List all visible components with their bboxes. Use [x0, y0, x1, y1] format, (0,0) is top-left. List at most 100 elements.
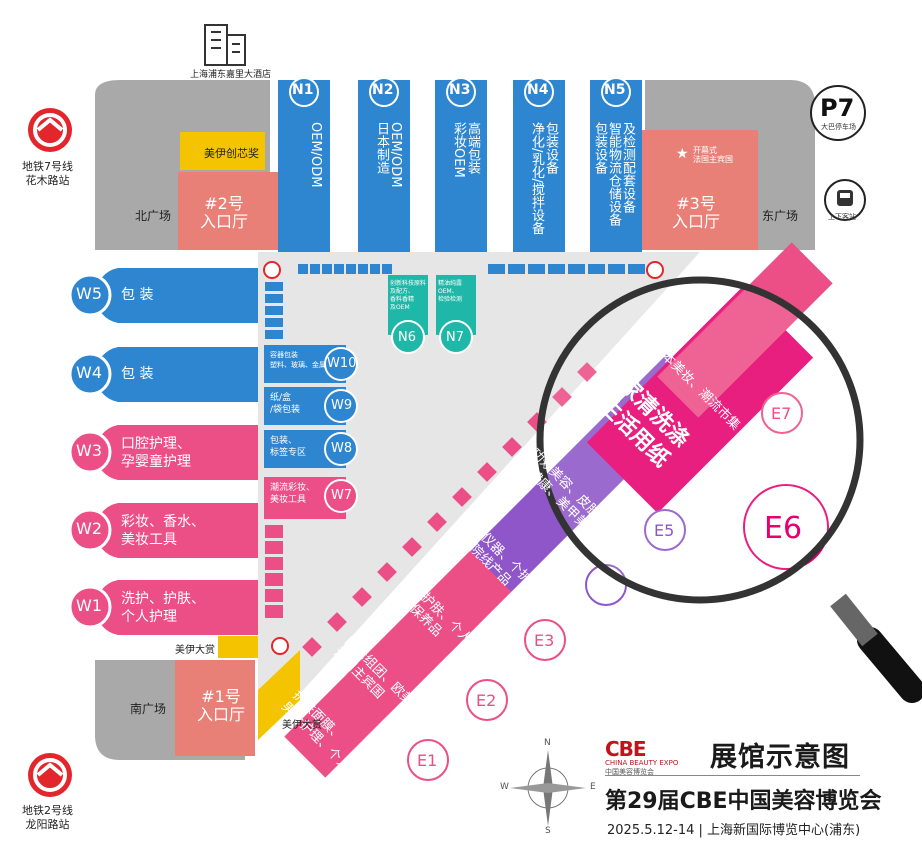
booth[interactable] — [265, 605, 283, 618]
meiyi-dashang-bottom-label: 美伊大赏 — [282, 720, 322, 731]
hall-w4-code: W4 — [76, 363, 102, 382]
booth[interactable] — [265, 589, 283, 602]
booth[interactable] — [327, 612, 347, 632]
booth[interactable] — [577, 362, 597, 382]
star-icon: ★ — [676, 146, 689, 162]
entrance-1-hall[interactable] — [175, 660, 255, 756]
booth[interactable] — [265, 541, 283, 554]
booth[interactable] — [502, 437, 522, 457]
hall-n6-badge — [391, 320, 425, 354]
hall-n1-badge — [289, 77, 319, 107]
hall-n2-badge — [369, 77, 399, 107]
open-ceremony-label: 开幕式 法国主宾国 — [693, 146, 733, 164]
hall-w3[interactable] — [95, 425, 258, 480]
hall-n5[interactable] — [590, 80, 642, 252]
p7-sub-label: 大巴停车场 — [821, 123, 856, 131]
hall-n3[interactable] — [435, 80, 487, 252]
hall-n3-text: 彩妆OEM — [451, 122, 466, 178]
hall-w3-text: 口腔护理、 孕婴童护理 — [121, 436, 191, 470]
booth[interactable] — [334, 264, 344, 274]
bus-icon — [263, 261, 281, 279]
booth[interactable] — [346, 264, 356, 274]
hall-w5-text: 包 装 — [121, 287, 154, 303]
booth[interactable] — [588, 264, 605, 274]
metro-2-label: 地铁2号线 龙阳路站 — [22, 804, 73, 831]
hall-n2[interactable] — [358, 80, 410, 252]
hall-w8-badge — [324, 432, 358, 466]
booth[interactable] — [265, 282, 283, 291]
booth[interactable] — [477, 462, 497, 482]
booth[interactable] — [265, 330, 283, 339]
hall-w2[interactable] — [95, 503, 258, 558]
booth[interactable] — [488, 264, 505, 274]
booth[interactable] — [265, 318, 283, 327]
booth[interactable] — [358, 264, 368, 274]
booth[interactable] — [528, 264, 545, 274]
booth[interactable] — [452, 487, 472, 507]
booth[interactable] — [427, 512, 447, 532]
hall-w7-badge — [324, 479, 358, 513]
booth[interactable] — [608, 264, 625, 274]
booth[interactable] — [568, 264, 585, 274]
hall-w7-text: 潮流彩妆、 美妆工具 — [270, 483, 316, 505]
hall-n1[interactable] — [278, 80, 330, 252]
entrance-3-label: #3号 入口厅 — [672, 194, 721, 231]
booth[interactable] — [370, 264, 380, 274]
booth[interactable] — [352, 587, 372, 607]
booth[interactable] — [377, 562, 397, 582]
hall-w9-text: 纸/盒 /袋包装 — [270, 393, 301, 415]
hotel-building-icon — [204, 24, 246, 66]
hall-n3-code: N3 — [449, 82, 471, 98]
hall-w1-code: W1 — [76, 596, 102, 615]
booth[interactable] — [552, 387, 572, 407]
compass-s-label: S — [545, 826, 551, 836]
booth[interactable] — [265, 573, 283, 586]
meiyi-dashang-top-label: 美伊大赏 — [175, 645, 215, 656]
hall-w10-badge — [324, 347, 358, 381]
metro-2-icon — [28, 753, 72, 797]
compass-w-label: W — [500, 782, 509, 792]
hall-n5-text: 及检测配套设备 — [620, 122, 635, 213]
booth[interactable] — [302, 637, 322, 657]
hall-e6-badge — [743, 484, 829, 570]
hall-w3-badge — [68, 430, 112, 474]
hall-w5-code: W5 — [76, 284, 102, 303]
booth[interactable] — [298, 264, 308, 274]
hall-n4-badge — [524, 77, 554, 107]
hall-n2-code: N2 — [372, 82, 394, 98]
booth[interactable] — [265, 306, 283, 315]
entrance-1-label: #1号 入口厅 — [197, 687, 246, 724]
hall-n3-badge — [446, 77, 476, 107]
hall-w5[interactable] — [95, 268, 258, 323]
booth[interactable] — [322, 264, 332, 274]
hall-n4-code: N4 — [527, 82, 549, 98]
entrance-2-hall[interactable] — [178, 172, 278, 250]
booth[interactable] — [548, 264, 565, 274]
hall-n2-text: OEM/ODM — [388, 122, 403, 188]
cbe-logo-subtitle-en: CHINA BEAUTY EXPO — [605, 759, 679, 767]
booth[interactable] — [265, 525, 283, 538]
title-divider — [605, 775, 860, 776]
hall-w9-badge — [324, 389, 358, 423]
hall-n7-badge — [439, 320, 473, 354]
entrance-3-hall[interactable] — [640, 130, 758, 250]
hall-w1[interactable] — [95, 580, 258, 635]
booth[interactable] — [265, 557, 283, 570]
magnifier-overlay — [536, 276, 922, 703]
hall-n5-code: N5 — [604, 82, 626, 98]
hall-n3-text: 高端包装 — [465, 122, 480, 174]
compass-n-label: N — [544, 738, 551, 748]
bus-stop-icon[interactable] — [824, 179, 866, 221]
p7-parking-icon[interactable] — [810, 85, 866, 141]
booth[interactable] — [265, 294, 283, 303]
hall-e3-code: E3 — [534, 631, 555, 650]
hall-e7[interactable] — [657, 242, 833, 418]
booth[interactable] — [382, 264, 392, 274]
booth[interactable] — [628, 264, 645, 274]
booth[interactable] — [508, 264, 525, 274]
booth[interactable] — [310, 264, 320, 274]
hall-n7-text: 精油纯露 OEM、 检验检测 — [438, 280, 463, 303]
hall-w4[interactable] — [95, 347, 258, 402]
booth[interactable] — [402, 537, 422, 557]
hall-n4[interactable] — [513, 80, 565, 252]
